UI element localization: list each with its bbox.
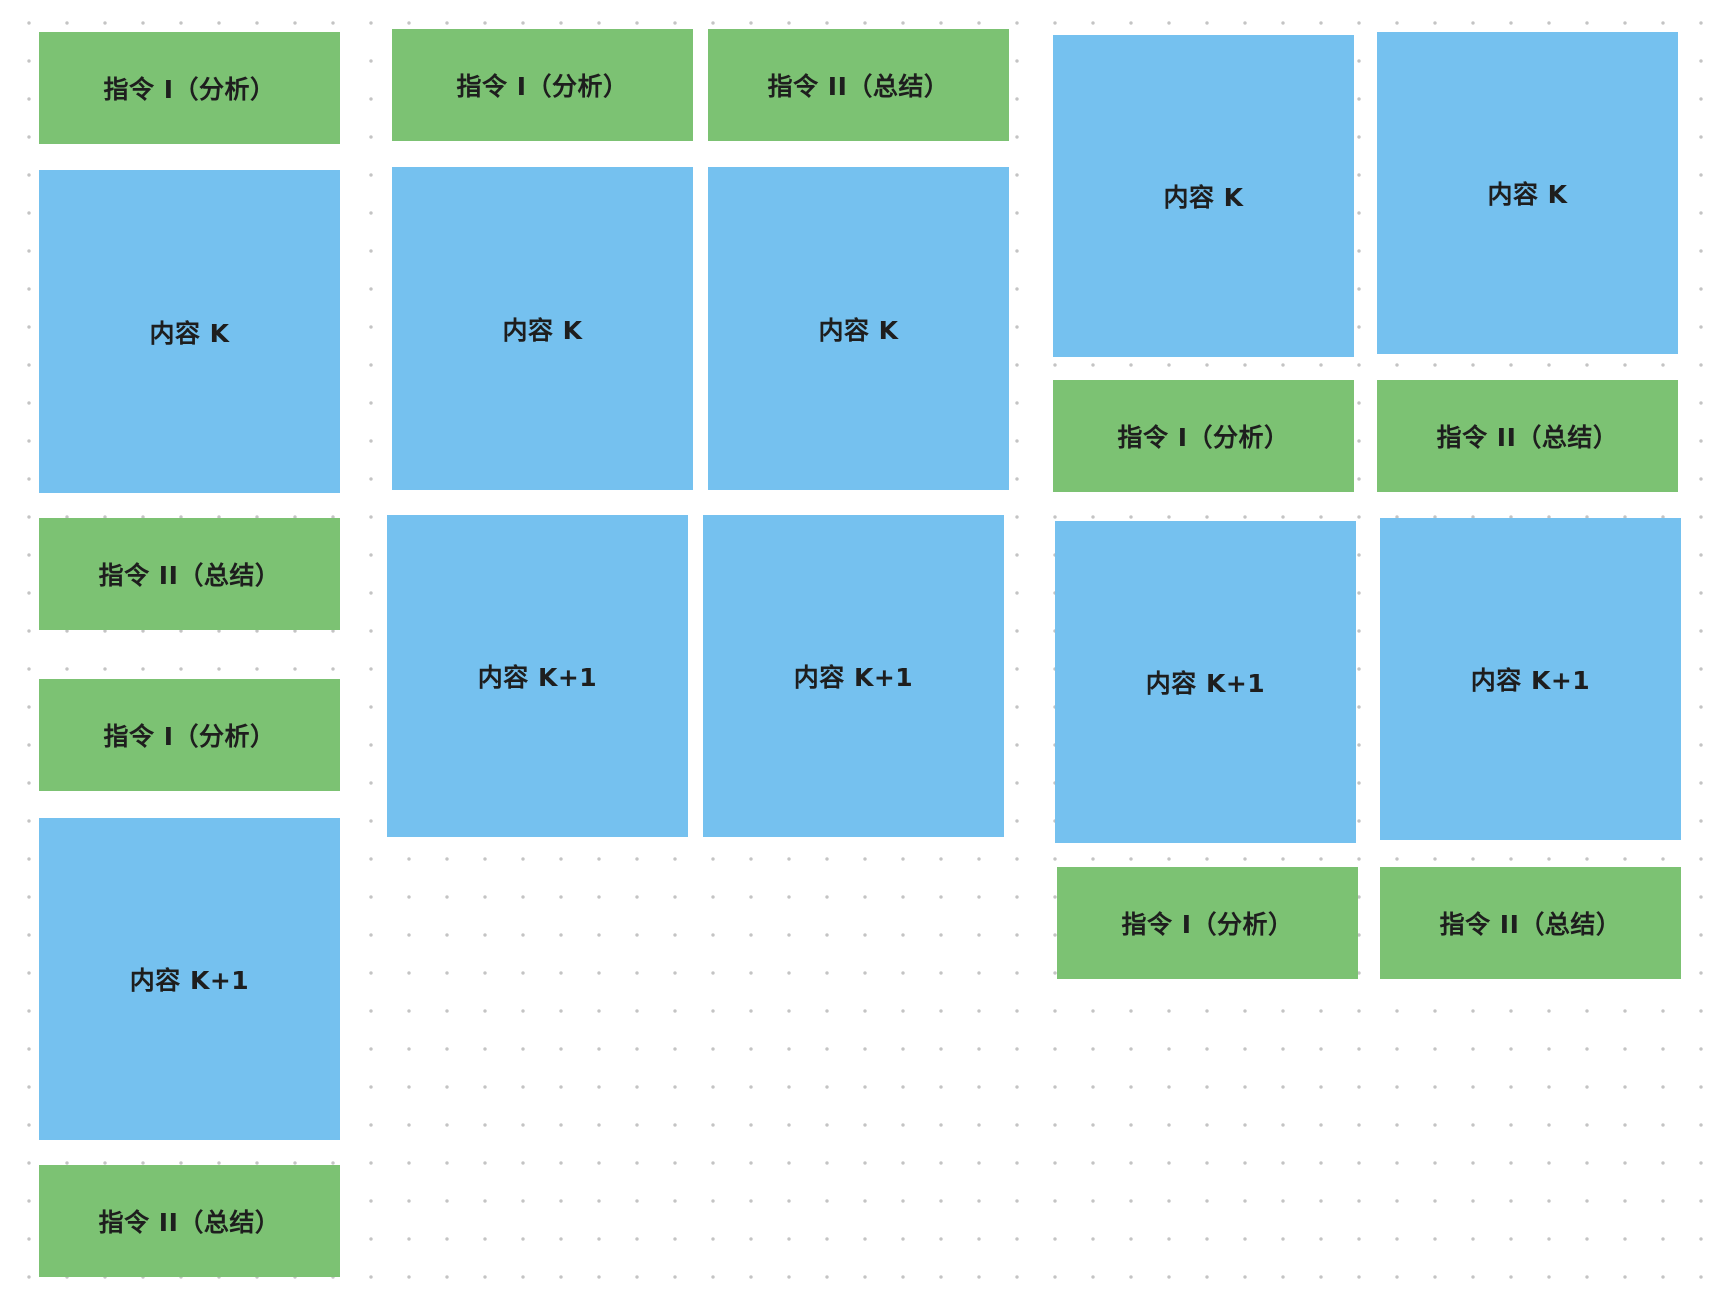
- content-block: 内容 K+1: [387, 515, 688, 837]
- instruction-block: 指令 II（总结）: [1380, 867, 1681, 979]
- content-block: 内容 K: [1377, 32, 1678, 354]
- content-block: 内容 K+1: [703, 515, 1004, 837]
- content-block: 内容 K+1: [39, 818, 340, 1140]
- instruction-block: 指令 I（分析）: [1057, 867, 1358, 979]
- instruction-block: 指令 I（分析）: [392, 29, 693, 141]
- instruction-block: 指令 II（总结）: [39, 518, 340, 630]
- content-block: 内容 K+1: [1055, 521, 1356, 843]
- content-block: 内容 K+1: [1380, 518, 1681, 840]
- instruction-block: 指令 I（分析）: [39, 679, 340, 791]
- instruction-block: 指令 I（分析）: [1053, 380, 1354, 492]
- instruction-block: 指令 II（总结）: [708, 29, 1009, 141]
- instruction-block: 指令 I（分析）: [39, 32, 340, 144]
- content-block: 内容 K: [392, 167, 693, 490]
- content-block: 内容 K: [39, 170, 340, 493]
- instruction-block: 指令 II（总结）: [1377, 380, 1678, 492]
- instruction-block: 指令 II（总结）: [39, 1165, 340, 1277]
- content-block: 内容 K: [708, 167, 1009, 490]
- content-block: 内容 K: [1053, 35, 1354, 357]
